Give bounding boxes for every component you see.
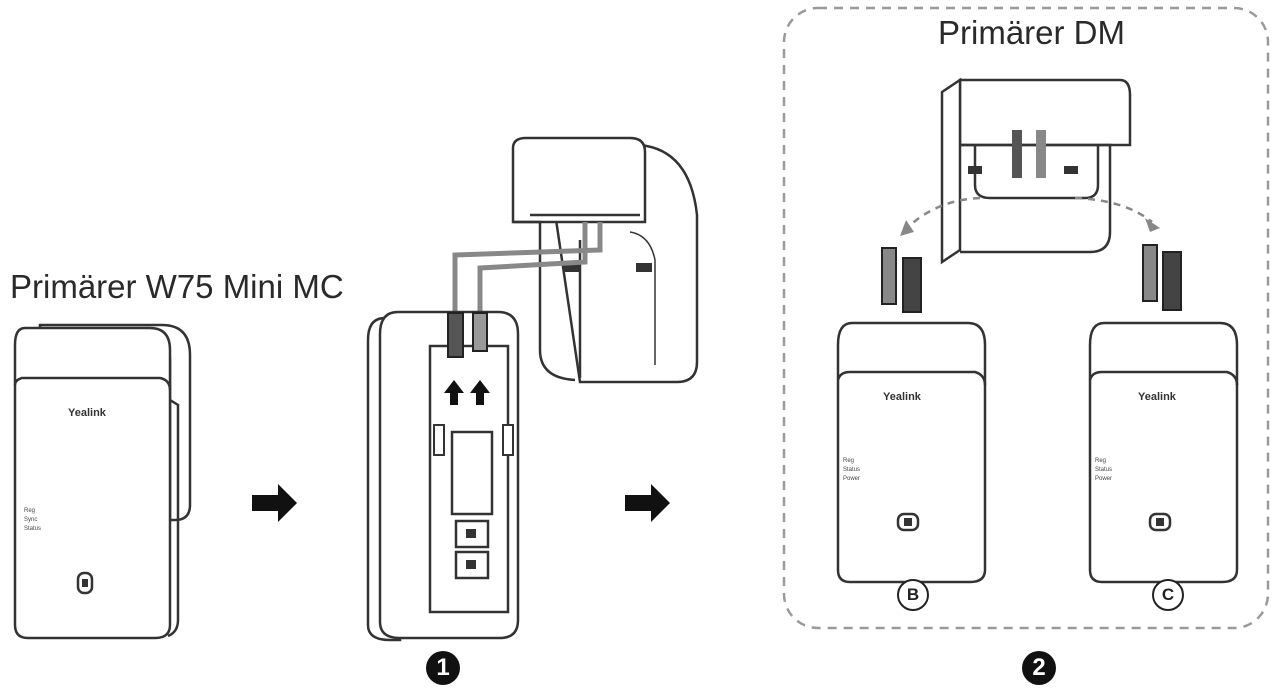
- base-b-marker: B: [897, 579, 929, 611]
- arrow-right-icon: [625, 484, 670, 522]
- arrow-right-icon: [252, 484, 297, 522]
- cable-route-left: [904, 196, 981, 231]
- ethernet-cable: [452, 222, 603, 313]
- base-b-brand-logo: Yealink: [883, 391, 922, 403]
- primary-mc-label: Primärer W75 Mini MC: [10, 268, 344, 305]
- arrow-up-icon: [444, 380, 464, 405]
- dm-port-icon: [636, 263, 652, 272]
- dm-port-icon: [563, 263, 579, 272]
- mc-led-label: Sync: [24, 517, 37, 523]
- ethernet-plug-icon: [1142, 244, 1158, 302]
- mc-led-label: Reg: [24, 508, 35, 514]
- base-c-led-label: Status: [1095, 467, 1112, 473]
- arrow-up-icon: [470, 380, 490, 405]
- base-c-brand-logo: Yealink: [1138, 391, 1177, 403]
- primary-dm-label: Primärer DM: [938, 14, 1125, 51]
- step-2-marker: 2: [1022, 651, 1056, 685]
- base-b-led-label: Reg: [843, 458, 854, 464]
- base-device-b: [836, 321, 987, 584]
- power-plug-icon: [472, 312, 488, 352]
- mc-brand-logo: Yealink: [68, 407, 107, 419]
- base-b-led-label: Power: [843, 476, 860, 482]
- base-c-led-label: Power: [1095, 476, 1112, 482]
- step2-dashed-panel: [782, 6, 1270, 630]
- mc-led-label: Status: [24, 526, 41, 532]
- base-b-led-label: Status: [843, 467, 860, 473]
- mini-mc-back-view: [366, 310, 520, 642]
- cable-route-right: [1074, 196, 1153, 223]
- power-plug-icon: [1162, 251, 1182, 311]
- mini-mc-device: [13, 323, 192, 640]
- step-1-marker: 1: [426, 651, 460, 685]
- base-c-marker: C: [1152, 579, 1184, 611]
- base-device-c: [1088, 321, 1239, 584]
- ethernet-plug-icon: [881, 247, 897, 305]
- ethernet-plug-icon: [447, 312, 464, 358]
- power-cable: [477, 222, 588, 313]
- base-c-led-label: Reg: [1095, 458, 1106, 464]
- dm-device-step2: [940, 77, 1132, 265]
- power-plug-icon: [902, 257, 922, 313]
- dm-device-step1: [511, 136, 699, 384]
